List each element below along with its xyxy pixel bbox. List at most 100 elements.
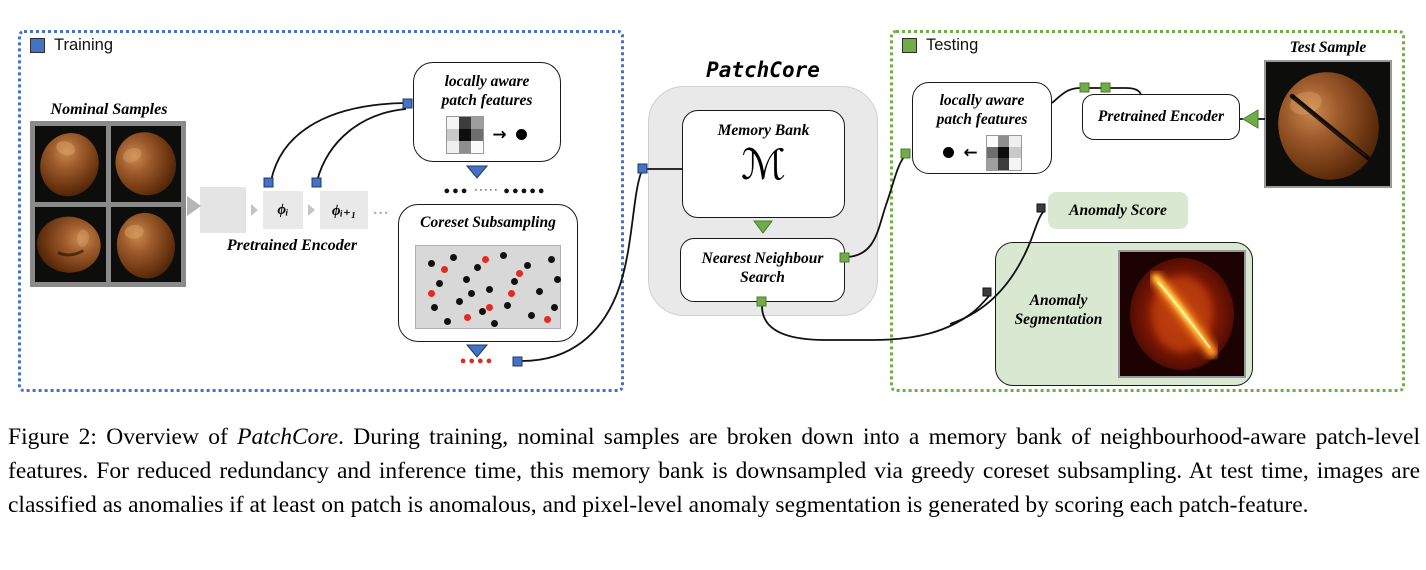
patch-grid-cell — [986, 147, 998, 159]
caption-prefix: Figure 2: Overview of — [8, 424, 238, 450]
blue-connector-square — [637, 163, 648, 174]
memory-bank-box: Memory Bank ℳ — [682, 110, 845, 218]
patch-grid-image — [446, 115, 485, 154]
encoder-ellipsis: ... — [373, 201, 390, 218]
nn-search-label-line2: Search — [740, 269, 785, 287]
coreset-point-black — [431, 304, 438, 311]
coreset-point-red — [441, 266, 448, 273]
caption-patchcore-italic: PatchCore — [237, 424, 339, 450]
patch-grid-cell — [471, 140, 484, 153]
feature-dots-middle: ····· — [473, 182, 499, 196]
patch-grid-cell — [471, 116, 484, 129]
coreset-scatter-plot — [415, 245, 561, 329]
anomaly-segmentation-box: Anomaly Segmentation — [995, 242, 1253, 386]
heatmap-svg — [1120, 252, 1244, 376]
nominal-sample-image — [35, 126, 106, 202]
coreset-point-black — [463, 276, 470, 283]
patch-grid-image — [985, 134, 1022, 171]
coreset-point-black — [554, 276, 561, 283]
coreset-point-black — [486, 286, 493, 293]
coreset-point-black — [524, 262, 531, 269]
coreset-point-black — [444, 318, 451, 325]
testing-legend-label: Testing — [926, 36, 979, 54]
memory-bank-symbol: ℳ — [741, 140, 786, 190]
patch-grid-cell — [459, 116, 472, 129]
patch-grid-cell — [1009, 135, 1021, 148]
hazelnut-image — [114, 132, 176, 196]
patch-features-label-line1: locally aware — [939, 92, 1025, 109]
pretrained-encoder-label: Pretrained Encoder — [226, 237, 358, 254]
patch-grid-cell — [1009, 147, 1021, 159]
coreset-point-black — [504, 302, 511, 309]
nominal-samples-label: Nominal Samples — [50, 101, 168, 118]
coreset-output-dots: ●●●● — [459, 355, 495, 367]
patch-to-feature-graphic: ← — [913, 134, 1051, 171]
locally-aware-patch-features-box-training: locally aware patch features → — [413, 62, 561, 162]
patch-grid-cell — [447, 128, 460, 141]
patch-grid-cell — [447, 140, 460, 153]
feature-dots-left: ●●● — [443, 185, 470, 197]
coreset-subsampling-box: Coreset Subsampling — [398, 204, 578, 342]
coreset-point-red — [464, 314, 471, 321]
coreset-point-black — [528, 312, 535, 319]
mini-arrow-icon — [308, 204, 315, 216]
anomaly-score-box: Anomaly Score — [1048, 192, 1188, 229]
patchcore-title: PatchCore — [706, 58, 820, 82]
patch-grid-cell — [471, 128, 484, 141]
coreset-point-red — [508, 290, 515, 297]
mini-arrow-icon — [251, 204, 258, 216]
patch-grid-cell — [997, 135, 1010, 148]
training-legend-swatch — [30, 38, 45, 53]
patch-grid-cell — [459, 128, 472, 141]
testing-legend-swatch — [902, 38, 917, 53]
patch-features-label-line1: locally aware — [444, 73, 530, 90]
coreset-point-red — [544, 316, 551, 323]
patch-grid-cell — [459, 140, 472, 153]
anomaly-heatmap-image — [1118, 250, 1246, 378]
pretrained-encoder-blocks: ϕᵢ ϕᵢ₊₁ ... — [200, 186, 389, 234]
patch-to-feature-graphic: → — [414, 115, 560, 154]
coreset-subsampling-label: Coreset Subsampling — [420, 214, 556, 231]
locally-aware-patch-features-box-testing: locally aware patch features ← — [912, 82, 1052, 174]
coreset-point-red — [428, 290, 435, 297]
training-legend-label: Training — [54, 36, 113, 54]
testing-legend: Testing — [902, 36, 978, 55]
figure-caption: Figure 2: Overview of PatchCore. During … — [8, 420, 1420, 522]
caption-body: . During training, nominal samples are b… — [8, 424, 1420, 518]
nominal-sample-image — [110, 206, 181, 282]
coreset-point-black — [536, 288, 543, 295]
pretrained-encoder-box-testing: Pretrained Encoder — [1082, 94, 1240, 140]
nominal-samples-image-grid — [30, 121, 186, 287]
feature-dot-icon — [515, 129, 527, 141]
coreset-point-black — [500, 252, 507, 259]
coreset-point-black — [551, 304, 558, 311]
patch-grid-cell — [997, 158, 1010, 170]
feature-dots-right: ●●●●● — [503, 185, 547, 197]
nearest-neighbour-search-box: Nearest Neighbour Search — [680, 238, 845, 302]
coreset-point-red — [486, 304, 493, 311]
test-sample-image — [1264, 60, 1392, 188]
left-arrow-icon: ← — [963, 142, 978, 163]
anomaly-segmentation-label: Anomaly Segmentation — [1014, 292, 1103, 329]
feature-dot-icon — [943, 147, 955, 159]
coreset-point-black — [548, 256, 555, 263]
coreset-point-black — [428, 260, 435, 267]
coreset-point-black — [479, 308, 486, 315]
patch-grid-cell — [447, 116, 460, 129]
hazelnut-image — [116, 212, 175, 278]
coreset-point-black — [456, 298, 463, 305]
patch-grid-cell — [986, 135, 998, 148]
encoder-layer-phi-i-plus-1: ϕᵢ₊₁ — [320, 191, 368, 229]
training-legend: Training — [30, 36, 113, 55]
encoder-input-block — [200, 187, 246, 233]
patch-features-label-line2: patch features — [936, 111, 1028, 129]
patch-grid-cell — [997, 147, 1010, 159]
memory-bank-label: Memory Bank — [717, 122, 810, 139]
coreset-point-black — [436, 280, 443, 287]
nn-search-label-line1: Nearest Neighbour — [701, 250, 824, 267]
hazelnut-image — [36, 216, 101, 273]
hazelnut-crack-image — [1278, 72, 1379, 180]
hazelnut-image — [40, 133, 99, 197]
right-arrow-icon: → — [492, 124, 507, 145]
